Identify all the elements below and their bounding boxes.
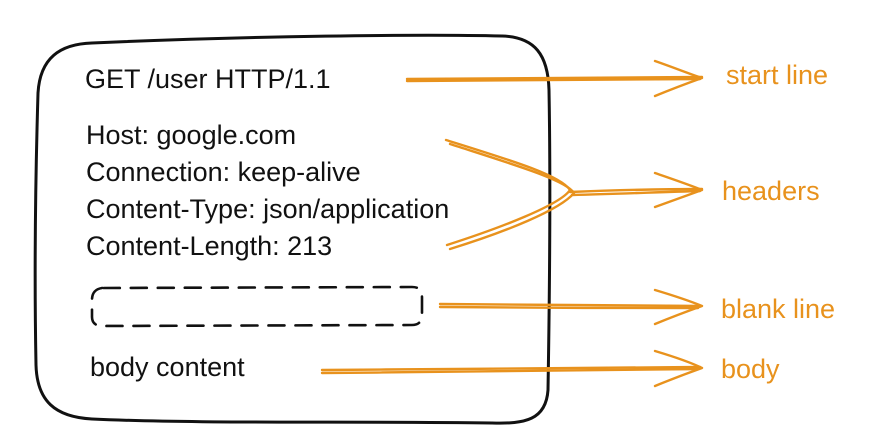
body-label: body xyxy=(721,354,780,384)
body-arrow xyxy=(320,349,704,388)
headers-arrow xyxy=(444,138,704,251)
headers-label: headers xyxy=(722,176,820,206)
blank-line-arrow xyxy=(438,288,704,326)
blank-line-box xyxy=(90,285,424,328)
header-host: Host: google.com xyxy=(86,120,297,150)
header-content-length: Content-Length: 213 xyxy=(86,231,333,261)
header-content-type: Content-Type: json/application xyxy=(86,194,450,224)
request-box xyxy=(33,33,552,425)
body-content-text: body content xyxy=(90,352,245,382)
header-connection: Connection: keep-alive xyxy=(86,157,361,187)
start-line-label: start line xyxy=(726,60,829,90)
blank-line-label: blank line xyxy=(721,294,836,324)
start-line-arrow xyxy=(405,59,704,98)
start-line-text: GET /user HTTP/1.1 xyxy=(85,64,331,94)
